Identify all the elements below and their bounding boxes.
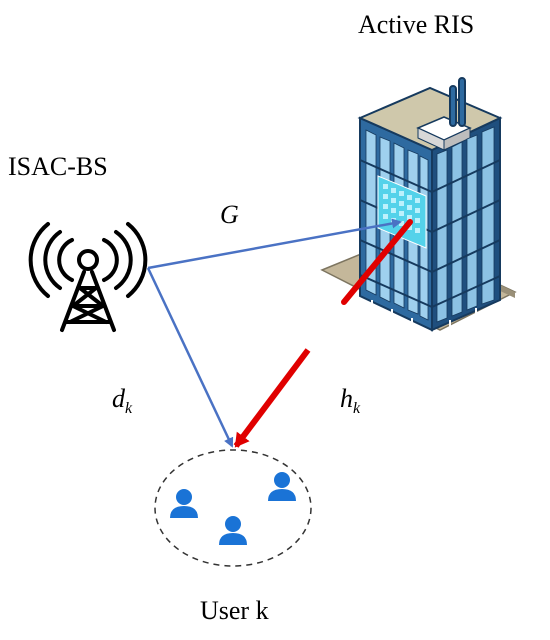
user-icon-3: [219, 516, 247, 545]
channel-d-label: dk: [112, 384, 133, 417]
link-bs-user: [146, 267, 234, 448]
channel-h-subscript: k: [353, 400, 361, 417]
cell-tower-icon: [28, 222, 148, 332]
channel-g-label: G: [220, 200, 239, 229]
user-group-icon: [170, 472, 296, 545]
user-icon-2: [268, 472, 296, 501]
ris-label: Active RIS: [358, 10, 475, 39]
channel-d-subscript: k: [125, 400, 133, 417]
channel-d-symbol: d: [112, 384, 125, 413]
user-label: User k: [200, 596, 269, 625]
link-ris-user: [233, 219, 413, 448]
channel-h-symbol: h: [340, 384, 353, 413]
ris-panel-icon: [377, 175, 427, 249]
user-icon-1: [170, 489, 198, 518]
bs-label: ISAC-BS: [8, 152, 108, 181]
link-bs-ris: [147, 218, 402, 270]
channel-h-label: hk: [340, 384, 361, 417]
user-area-ellipse: [154, 449, 312, 567]
